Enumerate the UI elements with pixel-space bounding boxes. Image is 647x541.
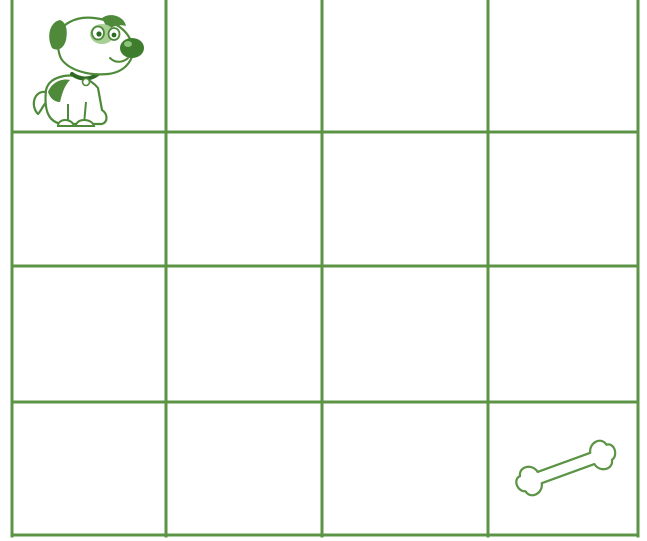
grid-cell-r2-c3[interactable] bbox=[322, 132, 488, 266]
grid-cell-r3-c3[interactable] bbox=[322, 266, 488, 402]
grid-cell-r2-c2[interactable] bbox=[166, 132, 322, 266]
grid-cell-r3-c4[interactable] bbox=[488, 266, 638, 402]
grid-cell-r1-c4[interactable] bbox=[488, 0, 638, 132]
grid-cell-r3-c2[interactable] bbox=[166, 266, 322, 402]
grid-cell-r4-c3[interactable] bbox=[322, 402, 488, 536]
grid-cell-r2-c1[interactable] bbox=[12, 132, 166, 266]
grid-cell-r2-c4[interactable] bbox=[488, 132, 638, 266]
grid-cell-r4-c2[interactable] bbox=[166, 402, 322, 536]
grid-cell-r1-c2[interactable] bbox=[166, 0, 322, 132]
grid-cell-r3-c1[interactable] bbox=[12, 266, 166, 402]
grid-cell-r4-c1[interactable] bbox=[12, 402, 166, 536]
grid-cells bbox=[12, 0, 638, 536]
grid-cell-r1-c3[interactable] bbox=[322, 0, 488, 132]
